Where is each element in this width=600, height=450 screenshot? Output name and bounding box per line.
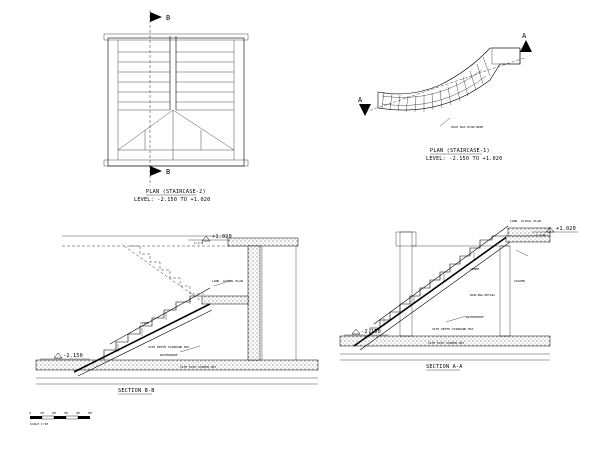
section-a-note-col: COLUMN [514,279,525,283]
section-a-note-bottom: SITE PATH SCREEN MAT [428,341,464,345]
section-b-level-top: +1.020 [212,234,232,240]
section-b-b: +1.020 C.S.M -2.150 LAND. ACTUAL PLAN 15… [35,234,319,395]
section-a-note-slab: WATERPROOF [466,315,484,319]
section-a-note-landing: LAND. ACTUAL PLAN [510,219,541,223]
section-b-note-bottom: SITE PATH SCREEN MAT [180,365,216,369]
scale-caption: SCALE 1:50 [30,422,48,426]
section-a-title: SECTION A-A [426,364,463,370]
section-a-note-rail: RAILING DETAIL [470,293,495,297]
section-b-note-landing: LAND. ACTUAL PLAN [212,279,243,283]
scale-label-3: 3M [64,411,68,415]
section-mark-b-bottom: B [166,168,170,176]
plan-staircase-1: A A HOLE BLK ECON BENT PLAN (STAIRCASE-1… [358,32,532,162]
section-b-note-top: C.S.M [194,241,203,245]
section-line-a [364,57,525,113]
section-mark-b-top: B [166,14,170,22]
section-b-title: SECTION B-B [118,388,155,394]
section-arrow-bottom-icon [150,166,162,176]
section-arrow-left-icon [359,104,371,116]
plan-b-treads-left [118,51,170,111]
plan-staircase-2: B B PLAN (STAIRCASE-2) LEVEL: -2.150 TO … [103,10,249,203]
section-a-level-top: +1.020 [556,226,576,232]
plan-a-treads [381,56,491,113]
scale-label-0: 0 [29,411,31,415]
section-a-a: +1.020 C.S.M -2.150 LAND. ACTUAL PLAN 15… [339,219,578,371]
scale-label-5: 5M [88,411,92,415]
plan-a-level: LEVEL: -2.150 TO +1.020 [426,156,502,162]
section-a-note-top: C.S.M [536,233,545,237]
section-b-note-riser: 150MM [140,321,149,325]
section-a-note-ground: SITE DEPTH STANDARD MAT [432,327,474,331]
plan-a-title: PLAN (STAIRCASE-1) [430,148,490,154]
section-arrow-right-icon [520,40,532,52]
scale-label-2: 2M [52,411,56,415]
scale-label-1: 1M [40,411,44,415]
section-arrow-top-icon [150,12,162,22]
section-a-level-bottom: -2.150 [361,329,381,335]
section-mark-a-left: A [358,96,363,104]
section-b-note-slab: WATERPROOF [160,353,178,357]
section-b-level-bottom: -2.150 [63,353,83,359]
scale-bar: 0 1M 2M 3M 4M 5M SCALE 1:50 [29,411,92,426]
plan-b-title: PLAN (STAIRCASE-2) [146,189,206,195]
section-a-note-riser: 150MM [470,267,479,271]
plan-b-treads-right [176,51,234,111]
scale-label-4: 4M [76,411,80,415]
section-mark-a-right: A [522,32,527,40]
section-b-note-ground: SITE DEPTH STANDARD MAT [148,345,190,349]
plan-b-level: LEVEL: -2.150 TO +1.020 [134,197,210,203]
plan-a-note: HOLE BLK ECON BENT [451,125,484,129]
